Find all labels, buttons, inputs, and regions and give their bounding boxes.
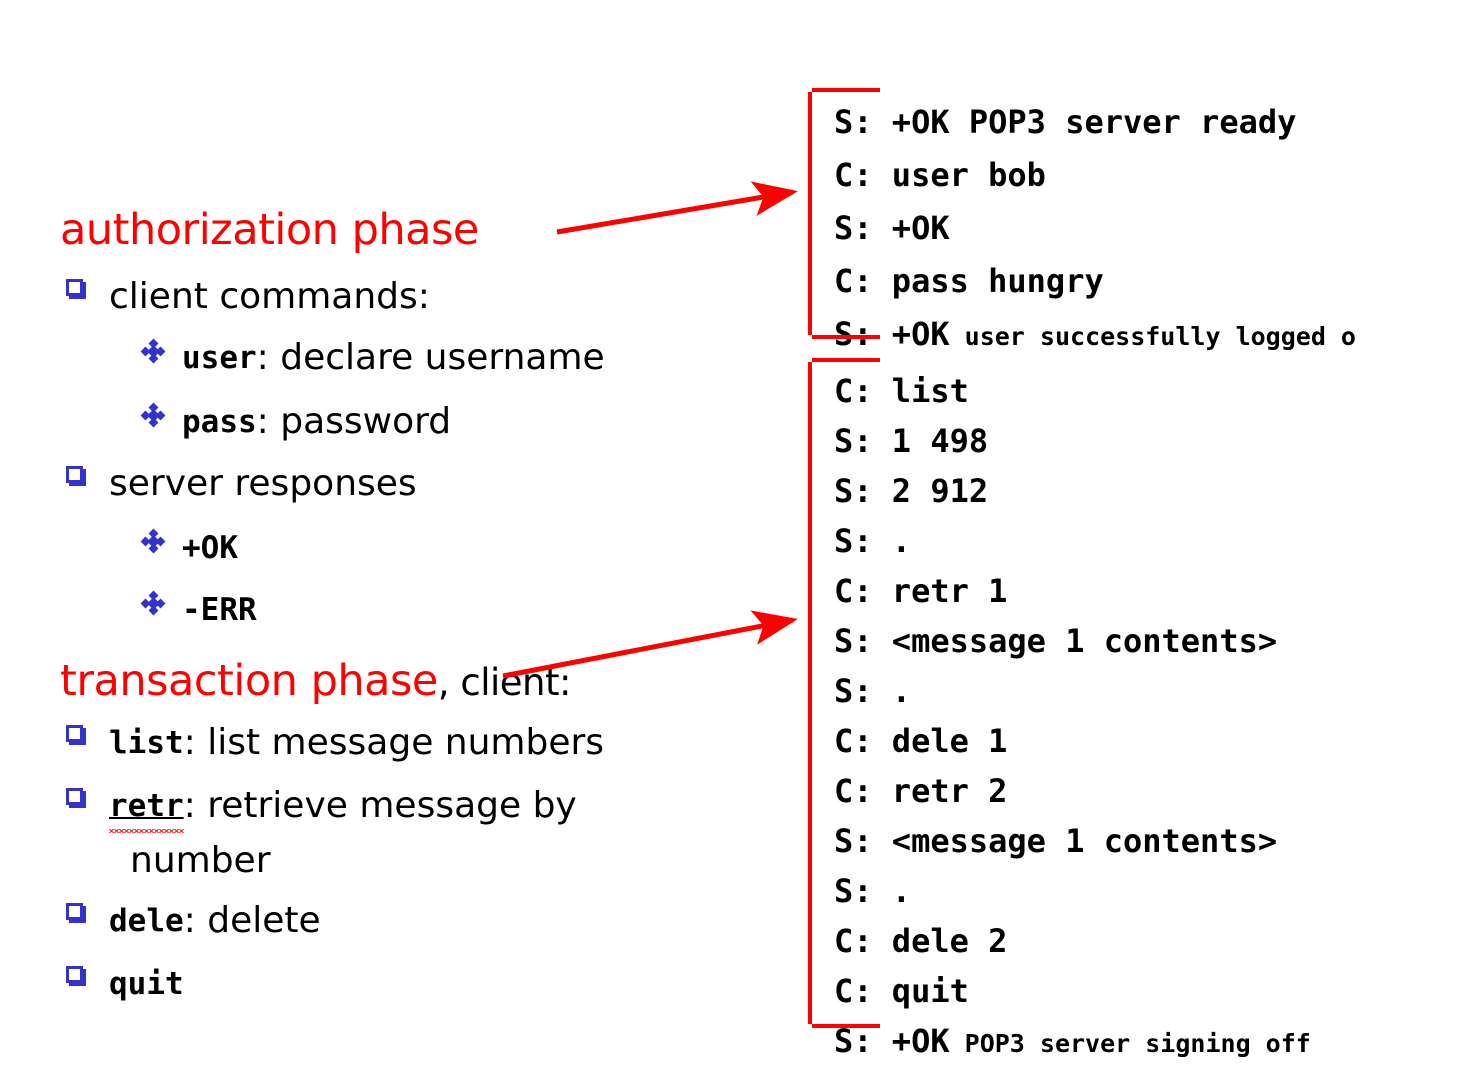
- transcript-line-main: C: retr 2: [834, 772, 1008, 810]
- transcript-line-main: C: pass hungry: [834, 262, 1104, 300]
- authorization-heading-text: authorization phase: [60, 205, 479, 255]
- subbullet-command: user: [182, 340, 257, 376]
- transcript-line-main: C: list: [834, 372, 969, 410]
- transcript-line-detail: POP3 server signing off: [949, 1029, 1311, 1058]
- transcript-line: C: list: [812, 372, 1459, 410]
- subbullet-command: +OK: [182, 530, 238, 566]
- bullet-command: retr: [109, 788, 184, 833]
- bullet-list-command: list : list message numbers: [66, 725, 604, 761]
- authorization-transcript-box: S: +OK POP3 server ready C: user bob S: …: [808, 88, 1459, 353]
- bullet-dele-command: dele : delete: [66, 903, 321, 939]
- subbullet-user-command: user : declare username: [140, 337, 605, 378]
- bullet-retr-wrapped-text: number: [130, 840, 271, 881]
- transcript-line: S: 2 912: [812, 472, 1459, 510]
- bullet-label: server responses: [109, 463, 417, 504]
- subbullet-pass-command: pass : password: [140, 401, 452, 442]
- transcript-line: S: +OK POP3 server ready: [812, 103, 1459, 141]
- transcript-line-main: S: +OK POP3 server ready: [834, 103, 1297, 141]
- square-bullet-icon: [66, 903, 83, 920]
- bullet-description: : retrieve message by: [183, 785, 577, 826]
- diamond-bullet-icon: [140, 338, 166, 364]
- transcript-line: C: user bob: [812, 156, 1459, 194]
- subbullet-description: : declare username: [256, 337, 605, 378]
- transcript-line-main: S: .: [834, 872, 912, 910]
- square-bullet-icon: [66, 725, 83, 742]
- transcript-line-main: C: user bob: [834, 156, 1046, 194]
- transcript-line: S: .: [812, 672, 1459, 710]
- transcript-line: C: quit: [812, 972, 1459, 1010]
- diamond-bullet-icon: [140, 528, 166, 554]
- bullet-server-responses: server responses: [66, 466, 417, 502]
- transcript-line-main: S: <message 1 contents>: [834, 622, 1278, 660]
- bullet-command: quit: [109, 966, 184, 1002]
- transaction-heading-text: transaction phase: [60, 656, 438, 706]
- square-bullet-icon: [66, 966, 83, 983]
- transcript-line-main: C: dele 2: [834, 922, 1008, 960]
- diamond-bullet-icon: [140, 402, 166, 428]
- transaction-phase-heading: transaction phase, client:: [60, 656, 571, 706]
- bullet-quit-command: quit: [66, 966, 184, 1002]
- transcript-line: S: <message 1 contents>: [812, 822, 1459, 860]
- transcript-line: C: dele 1: [812, 722, 1459, 760]
- box-top-edge: [812, 358, 880, 362]
- transcript-line: C: retr 2: [812, 772, 1459, 810]
- authorization-phase-heading: authorization phase: [60, 205, 479, 255]
- transcript-line-main: S: .: [834, 522, 912, 560]
- bullet-description: : list message numbers: [183, 722, 605, 763]
- transcript-line-main: C: quit: [834, 972, 969, 1010]
- subbullet-description: : password: [256, 401, 452, 442]
- bullet-command: list: [109, 725, 184, 761]
- transcript-line: C: pass hungry: [812, 262, 1459, 300]
- bullet-label: client commands:: [109, 276, 430, 317]
- transcript-line: S: 1 498: [812, 422, 1459, 460]
- transcript-line-main: S: <message 1 contents>: [834, 822, 1278, 860]
- box-bottom-edge: [812, 1024, 880, 1028]
- square-bullet-icon: [66, 279, 83, 296]
- diamond-bullet-icon: [140, 590, 166, 616]
- transcript-line-main: S: +OK: [834, 209, 950, 247]
- transcript-line: S: +OK POP3 server signing off: [812, 1022, 1459, 1060]
- subbullet-command: pass: [182, 404, 257, 440]
- transcript-line-main: S: 2 912: [834, 472, 989, 510]
- subbullet-command: -ERR: [182, 592, 257, 628]
- transcript-line: S: +OK user successfully logged o: [812, 315, 1459, 353]
- square-bullet-icon: [66, 466, 83, 483]
- transcript-line-main: C: retr 1: [834, 572, 1008, 610]
- bullet-retr-command: retr : retrieve message by: [66, 785, 577, 833]
- box-top-edge: [812, 88, 880, 92]
- square-bullet-icon: [66, 788, 83, 805]
- transcript-line-main: S: +OK: [834, 315, 950, 353]
- transcript-line-detail: user successfully logged o: [949, 322, 1356, 351]
- transcript-line: C: dele 2: [812, 922, 1459, 960]
- bullet-command: dele: [109, 903, 184, 939]
- transaction-transcript-box: C: list S: 1 498 S: 2 912 S: . C: retr 1…: [808, 358, 1459, 1060]
- transcript-line: C: retr 1: [812, 572, 1459, 610]
- bullet-description: : delete: [183, 900, 321, 941]
- transcript-line: S: .: [812, 872, 1459, 910]
- transcript-line: S: <message 1 contents>: [812, 622, 1459, 660]
- transcript-line: S: +OK: [812, 209, 1459, 247]
- transcript-line-main: S: 1 498: [834, 422, 989, 460]
- box-bottom-edge: [812, 335, 880, 339]
- transcript-line-main: C: dele 1: [834, 722, 1008, 760]
- left-content-column: authorization phase client commands: use…: [60, 205, 605, 1002]
- transaction-heading-tail: , client:: [437, 661, 572, 704]
- transcript-line: S: .: [812, 522, 1459, 560]
- subbullet-err-response: -ERR: [140, 590, 257, 628]
- bullet-client-commands: client commands:: [66, 279, 430, 315]
- transcript-line-main: S: +OK: [834, 1022, 950, 1060]
- subbullet-ok-response: +OK: [140, 528, 238, 566]
- transcript-line-main: S: .: [834, 672, 912, 710]
